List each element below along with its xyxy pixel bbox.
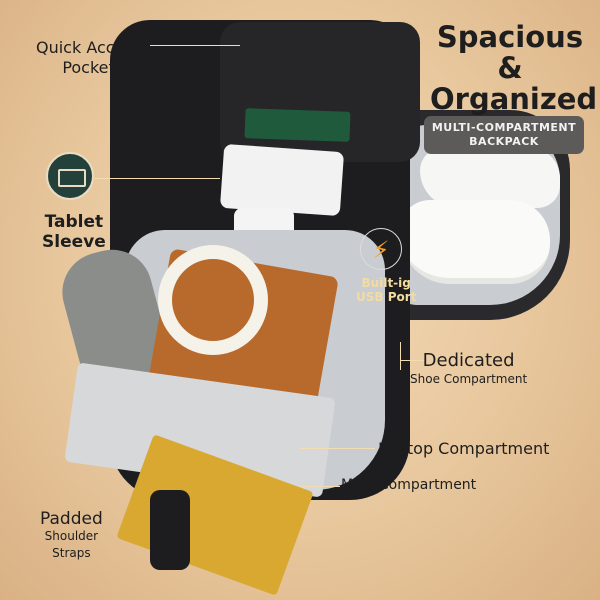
label-padded-shoulder-straps: Padded Shoulder Straps — [40, 511, 103, 562]
leader-line — [400, 360, 425, 361]
label-text: Built-ig — [361, 276, 411, 290]
headline-line: & — [497, 51, 523, 85]
label-shoe-compartment: Dedicated Shoe Compartment — [410, 351, 527, 387]
label-laptop-compartment: Laptop Compartment — [378, 439, 550, 458]
headline-line: Organized — [430, 82, 598, 116]
leader-line — [300, 448, 375, 449]
tablet-sleeve-icon — [46, 152, 94, 200]
label-text: Tablet — [44, 212, 104, 232]
label-text: Sleeve — [42, 232, 106, 252]
label-text: USB Port — [356, 290, 417, 304]
leader-line — [150, 45, 240, 46]
label-text: Shoe Compartment — [410, 372, 528, 386]
tablet — [219, 143, 345, 217]
label-text: Dedicated — [422, 350, 515, 371]
badge-line: MULTI-COMPARTMENT — [431, 121, 577, 134]
leader-line — [400, 342, 401, 370]
label-tablet-sleeve: Tablet Sleeve — [42, 212, 106, 252]
label-text: Padded — [40, 509, 103, 529]
leader-line — [95, 178, 220, 179]
headline: Spacious & Organized — [430, 20, 598, 116]
multi-compartment-badge: MULTI-COMPARTMENT BACKPACK — [424, 116, 584, 154]
lightning-bolt-icon: ⚡ — [360, 228, 402, 270]
headline-line: Spacious — [436, 20, 584, 54]
label-usb-port: Built-ig USB Port — [356, 276, 416, 304]
leader-line — [300, 486, 340, 487]
sneaker-top — [420, 148, 560, 208]
sneaker-bottom — [400, 200, 550, 284]
front-pocket — [220, 22, 420, 162]
label-quick-access-pocket: Quick Access Pocket — [36, 38, 141, 78]
label-text: Quick Access — [36, 38, 142, 57]
headphones — [158, 245, 268, 355]
shoulder-strap — [150, 490, 190, 570]
label-text: Pocket — [62, 58, 115, 77]
badge-line: BACKPACK — [469, 135, 539, 148]
label-main-compartment: Main Compartment — [341, 477, 477, 493]
label-text: Shoulder — [44, 529, 99, 543]
passport — [244, 108, 351, 142]
label-text: Straps — [52, 546, 91, 560]
